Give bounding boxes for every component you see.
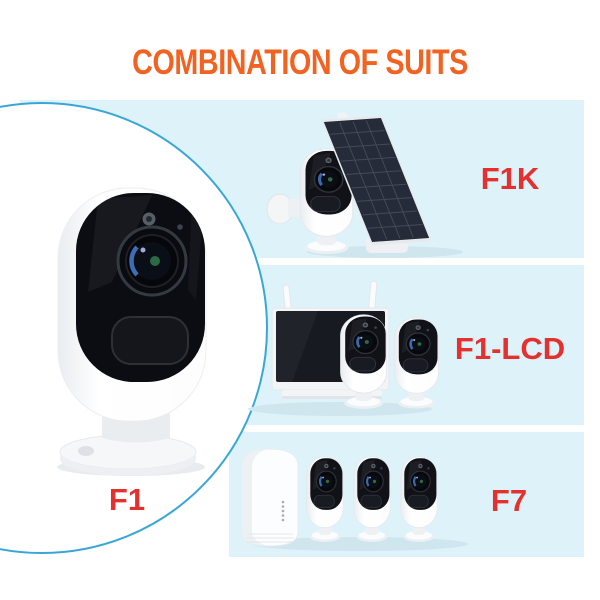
product-f1lcd-kit bbox=[248, 280, 440, 416]
product-f1k-kit bbox=[266, 110, 463, 258]
page-title: COMBINATION OF SUITS bbox=[132, 43, 468, 82]
solar-panel bbox=[319, 110, 432, 246]
label-f1lcd: F1-LCD bbox=[454, 331, 566, 366]
hero-camera-f1 bbox=[57, 187, 207, 476]
hero-camera-lens bbox=[116, 225, 188, 297]
label-f1k: F1K bbox=[480, 161, 540, 196]
hero-camera-pir-sensor bbox=[111, 316, 189, 365]
f7-camera-3 bbox=[399, 455, 439, 544]
f7-camera-1 bbox=[305, 455, 345, 544]
label-f7: F7 bbox=[490, 483, 528, 518]
f1lcd-camera-2 bbox=[393, 316, 440, 410]
base-station bbox=[241, 448, 299, 547]
label-f1: F1 bbox=[108, 482, 146, 517]
product-f7-kit bbox=[241, 448, 468, 551]
f7-camera-2 bbox=[352, 455, 392, 544]
